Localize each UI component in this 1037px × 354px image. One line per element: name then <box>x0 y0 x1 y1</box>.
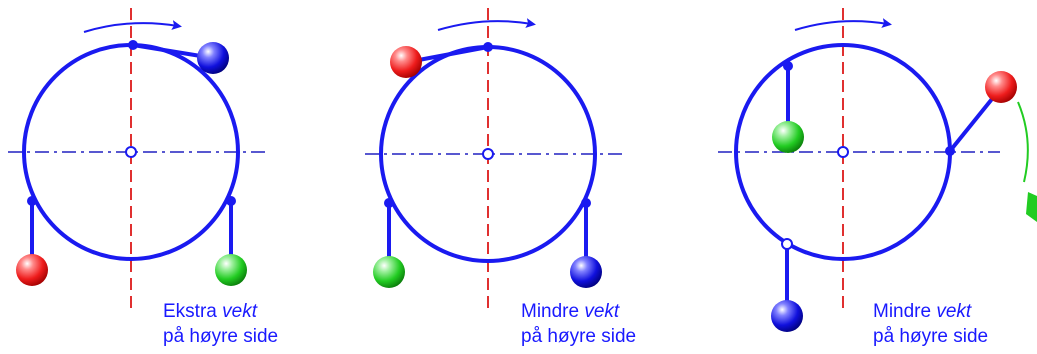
swing-arrowhead <box>1026 192 1037 222</box>
rotation-arrow <box>437 18 536 31</box>
lever-rod <box>948 92 998 153</box>
pivot <box>27 196 37 206</box>
hub <box>482 148 494 160</box>
pivot <box>783 61 793 71</box>
pivot <box>781 238 793 250</box>
ball-blue <box>570 256 602 288</box>
caption-line-1: Mindre vekt <box>521 301 620 322</box>
panel-1: Ekstra vekt på høyre side <box>8 8 278 347</box>
rotation-arrow <box>794 18 892 31</box>
pivot <box>581 198 591 208</box>
pivot <box>384 198 394 208</box>
caption-line-2: på høyre side <box>163 326 278 347</box>
hub <box>837 146 849 158</box>
ball-green <box>215 254 247 286</box>
ball-green <box>772 121 804 153</box>
caption-line-2: på høyre side <box>521 326 636 347</box>
hub <box>125 146 137 158</box>
caption-line-1: Ekstra vekt <box>163 301 258 322</box>
panel-3: Mindre vekt på høyre side <box>718 8 1037 347</box>
panel-2: Mindre vekt på høyre side <box>365 8 636 347</box>
pivot <box>483 42 493 52</box>
ball-red <box>985 71 1017 103</box>
ball-red <box>390 46 422 78</box>
caption-line-2: på høyre side <box>873 326 988 347</box>
rotation-arrow <box>83 20 182 33</box>
pivot <box>128 40 138 50</box>
pivot <box>945 146 955 156</box>
ball-blue <box>771 300 803 332</box>
pivot <box>226 196 236 206</box>
caption-line-1: Mindre vekt <box>873 301 972 322</box>
ball-blue <box>197 42 229 74</box>
ball-red <box>16 254 48 286</box>
ball-green <box>373 256 405 288</box>
swing-arrow <box>1017 101 1029 183</box>
